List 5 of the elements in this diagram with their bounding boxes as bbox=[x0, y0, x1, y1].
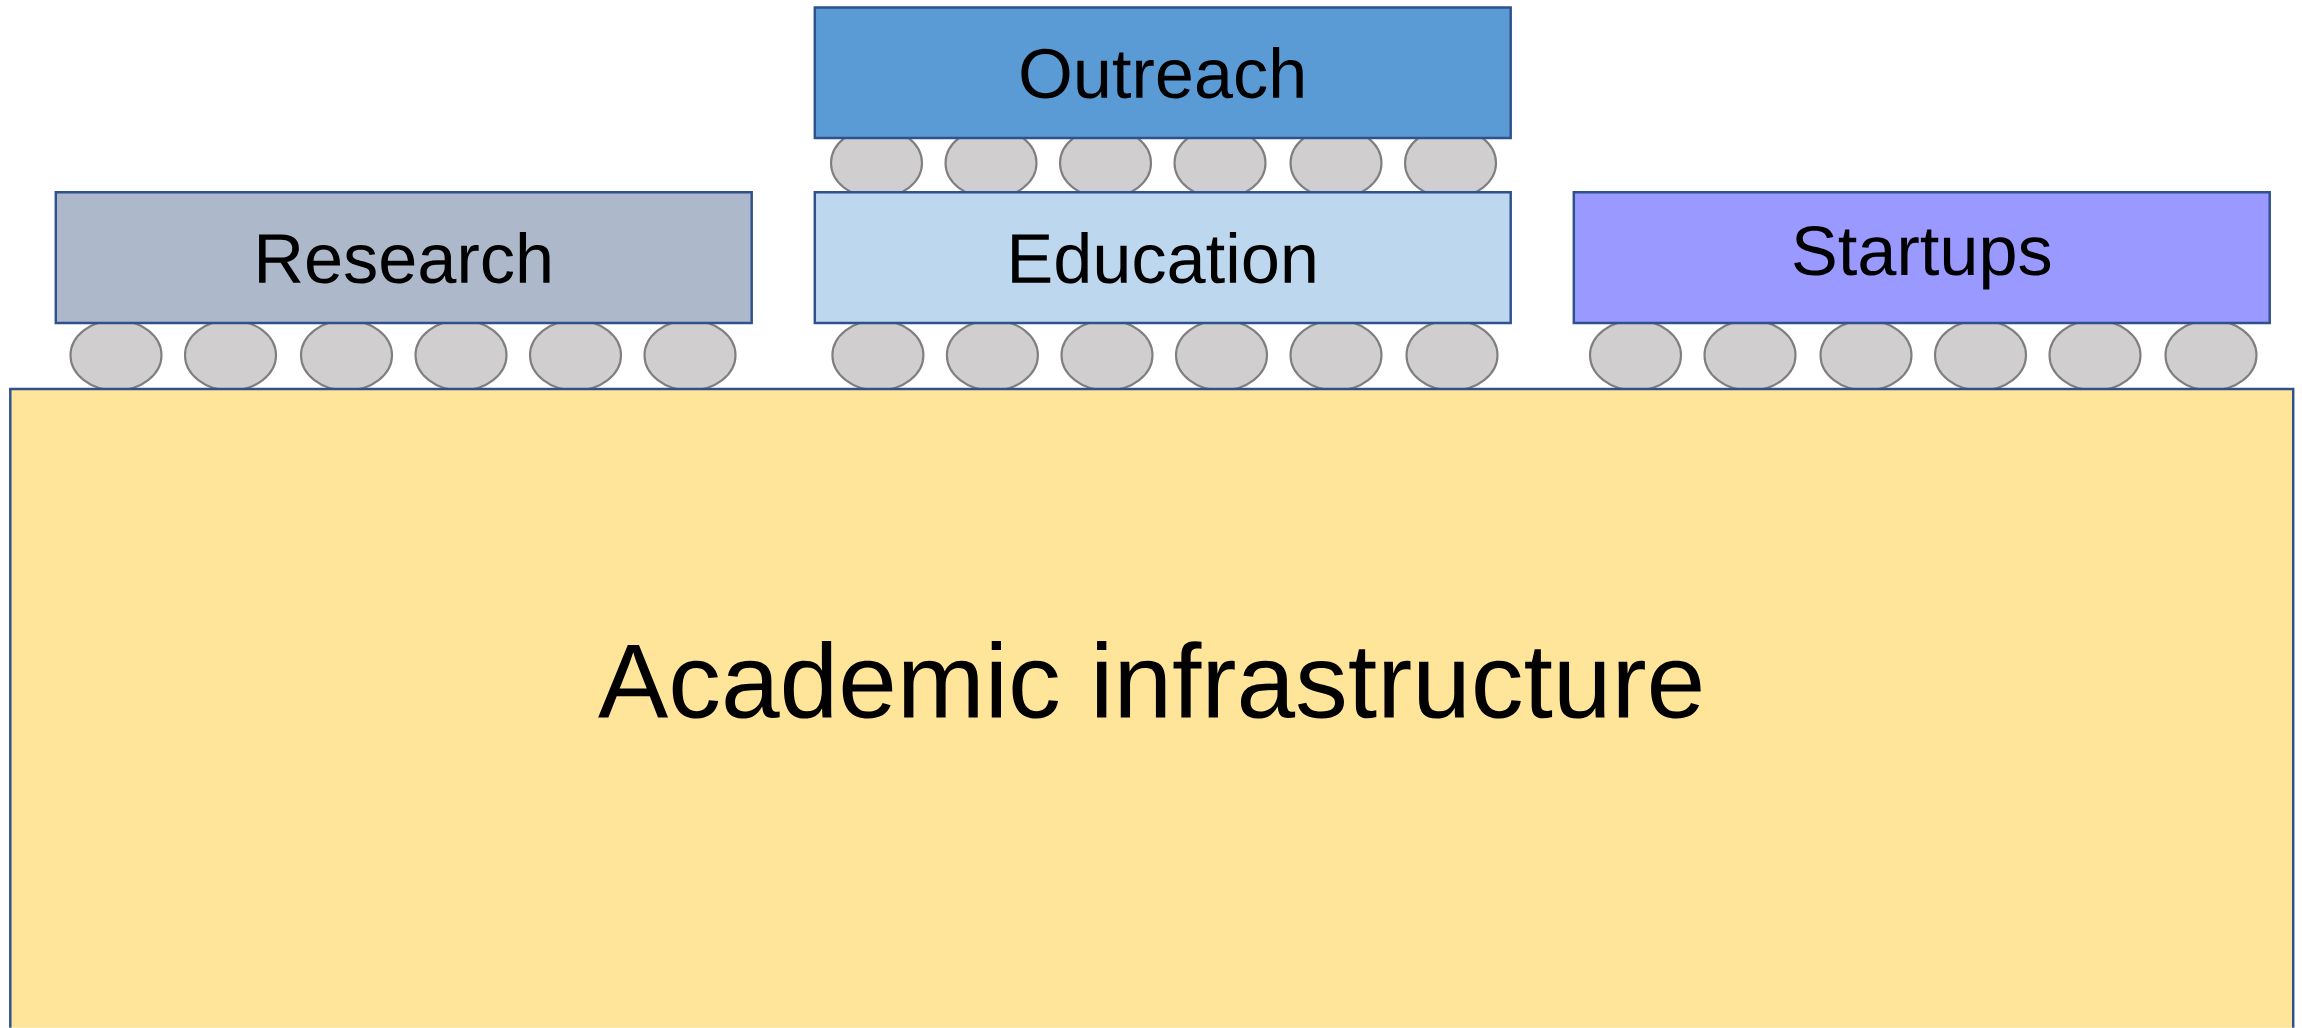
layer-box: Outreach bbox=[813, 6, 1512, 140]
layer-box: Education bbox=[813, 191, 1512, 325]
foundation-block: Academic infrastructure bbox=[9, 388, 2295, 1028]
layer-box: Startups bbox=[1572, 191, 2271, 325]
layer-box: Research bbox=[54, 191, 753, 325]
